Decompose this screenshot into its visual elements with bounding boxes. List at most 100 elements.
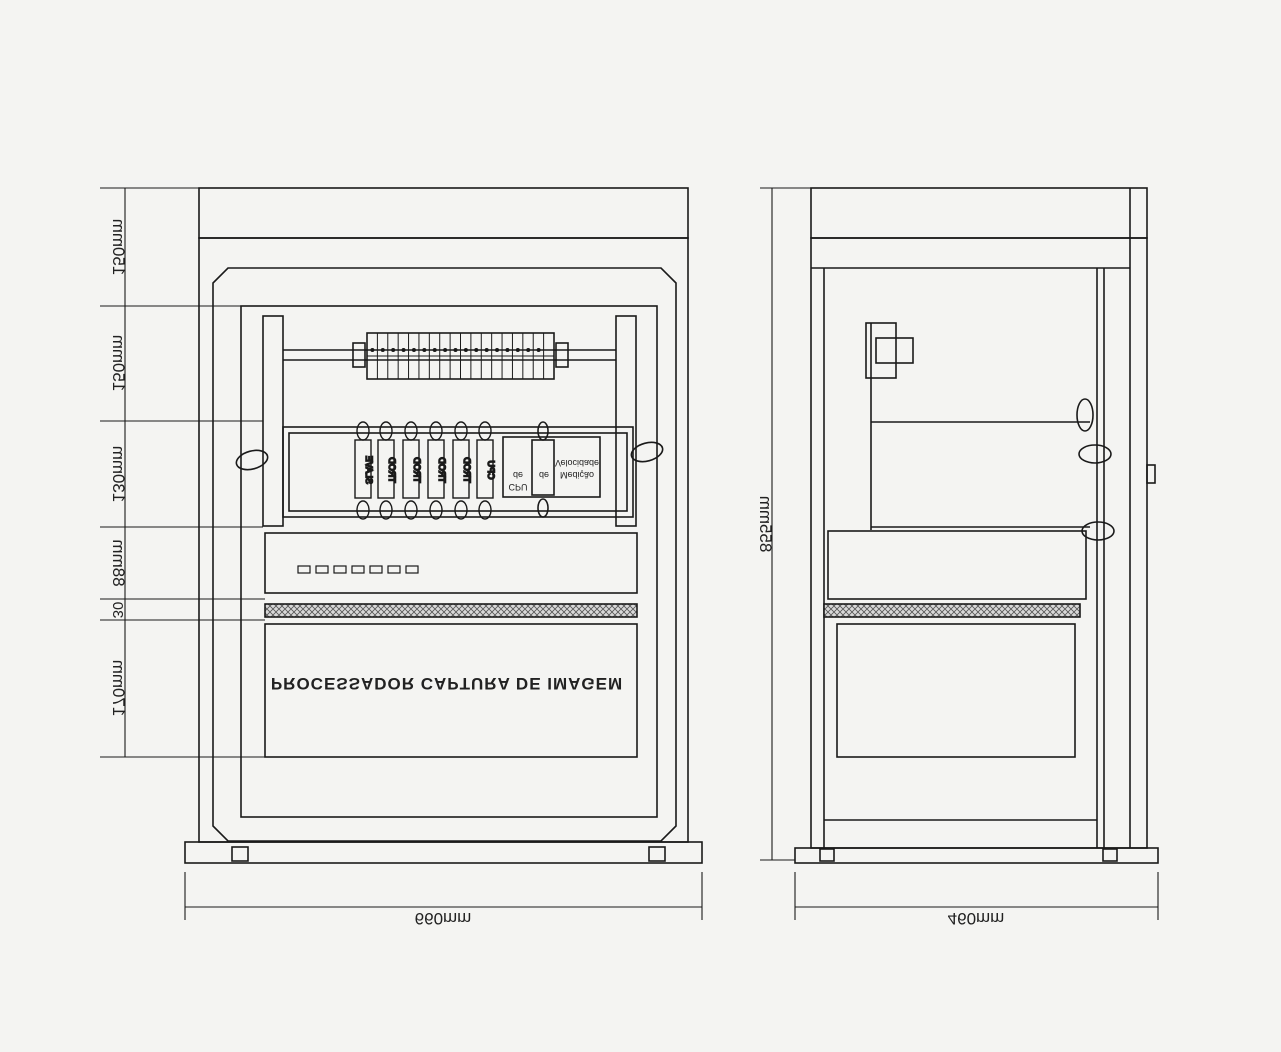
cpu-text-line-4: de (539, 470, 549, 480)
side-bracket-knob (875, 337, 914, 364)
vent-strip (264, 603, 638, 618)
side-foot-left (819, 848, 835, 862)
module-label: TROD (462, 457, 472, 483)
side-handle (1146, 464, 1156, 484)
module-top-handle (379, 421, 393, 441)
terminal-screw (474, 348, 479, 352)
led-indicator (351, 565, 365, 574)
front-inner-frame (240, 305, 658, 818)
module-bottom-handle (356, 500, 370, 520)
front-door (212, 267, 677, 842)
door-latch-left (235, 449, 269, 471)
terminal-screw (536, 348, 541, 352)
side-height-label: 855mm (756, 496, 775, 553)
side-top-panel (810, 187, 1148, 239)
module-bottom-handle (454, 500, 468, 520)
front-base (184, 841, 703, 864)
side-vent-strip (823, 603, 1081, 618)
terminal-screw (505, 348, 510, 352)
terminal-screw (380, 348, 385, 352)
module-bottom-handle (379, 500, 393, 520)
cpu-bottom-handle (537, 498, 549, 518)
terminal-screw (515, 348, 520, 352)
module-top-handle (404, 421, 418, 441)
terminal-screw (422, 348, 427, 352)
side-view (794, 187, 1159, 864)
door-latch-right (630, 441, 664, 463)
side-hinge-1 (1076, 398, 1094, 432)
cpu-text-line-5: Medição (560, 470, 594, 480)
module-label: SLAVE (364, 456, 374, 484)
side-base (794, 847, 1159, 864)
front-top-panel (198, 187, 689, 239)
panel-label: PROCESSADOR CAPTURA DE IMAGEM (271, 674, 623, 693)
front-foot-left (231, 846, 249, 862)
side-foot-right (1102, 848, 1118, 862)
cpu-text-line-2: CPU (508, 482, 527, 492)
led-panel (264, 532, 638, 594)
module-label: CPU (486, 460, 496, 479)
led-indicator (333, 565, 347, 574)
terminal-screw (411, 348, 416, 352)
side-hinge-2 (1078, 444, 1112, 464)
terminal-screw (443, 348, 448, 352)
side-hinge-3 (1081, 521, 1115, 541)
module-top-handle (478, 421, 492, 441)
terminal-screw (463, 348, 468, 352)
module-label: TROD (437, 457, 447, 483)
terminal-screw (370, 348, 375, 352)
dim-label-2: 150mm (109, 335, 128, 392)
label-panel (264, 623, 638, 758)
led-indicator (387, 565, 401, 574)
terminal-screw (391, 348, 396, 352)
module-top-handle (356, 421, 370, 441)
terminal-screw (453, 348, 458, 352)
side-mid-panel (827, 530, 1087, 600)
terminal-screw (526, 348, 531, 352)
side-bracket (865, 322, 897, 379)
terminal-screw (401, 348, 406, 352)
module-bottom-handle (429, 500, 443, 520)
cpu-board-text: de CPU Velocidade de Medição (508, 458, 599, 492)
module-top-handle (429, 421, 443, 441)
front-foot-right (648, 846, 666, 862)
front-body (198, 237, 689, 843)
module-bottom-handle (404, 500, 418, 520)
rail-column-right (615, 315, 637, 527)
cpu-top-handle (537, 421, 549, 441)
side-lower-panel (836, 623, 1076, 758)
front-height-dims (100, 187, 265, 758)
front-width-label: 660mm (415, 909, 472, 928)
terminal-end-right (555, 342, 569, 368)
module-label: TROD (387, 457, 397, 483)
cpu-text-line-1: de (513, 470, 523, 480)
terminal-screw (484, 348, 489, 352)
front-view: SLAVE TROD TROD TROD TROD CPU (184, 187, 703, 864)
dim-label-5: 30 (109, 602, 126, 619)
front-width-dim (184, 872, 703, 920)
terminal-end-left (352, 342, 366, 368)
terminal-screw (432, 348, 437, 352)
dim-label-3: 130mm (109, 446, 128, 503)
led-indicator (297, 565, 311, 574)
led-indicator (369, 565, 383, 574)
cpu-text-line-3: Velocidade (555, 458, 599, 468)
side-height-dim (760, 187, 811, 861)
side-width-label: 460mm (948, 909, 1005, 928)
dim-label-6: 170mm (109, 660, 128, 717)
led-indicator (405, 565, 419, 574)
side-width-dim (794, 872, 1159, 920)
cpu-board (502, 436, 601, 498)
module-rack-inner (288, 432, 628, 512)
vertical-dim-labels: 150mm 150mm 130mm 88mm 30 170mm 855mm (109, 219, 775, 717)
rail-column-left (262, 315, 284, 527)
cpu-board-slot (531, 439, 555, 496)
module-top-handle (454, 421, 468, 441)
dim-label-4: 88mm (109, 539, 128, 586)
dim-label-1: 150mm (109, 219, 128, 276)
module-bottom-handle (478, 500, 492, 520)
led-indicator (315, 565, 329, 574)
terminal-screw (495, 348, 500, 352)
module-label: TROD (412, 457, 422, 483)
